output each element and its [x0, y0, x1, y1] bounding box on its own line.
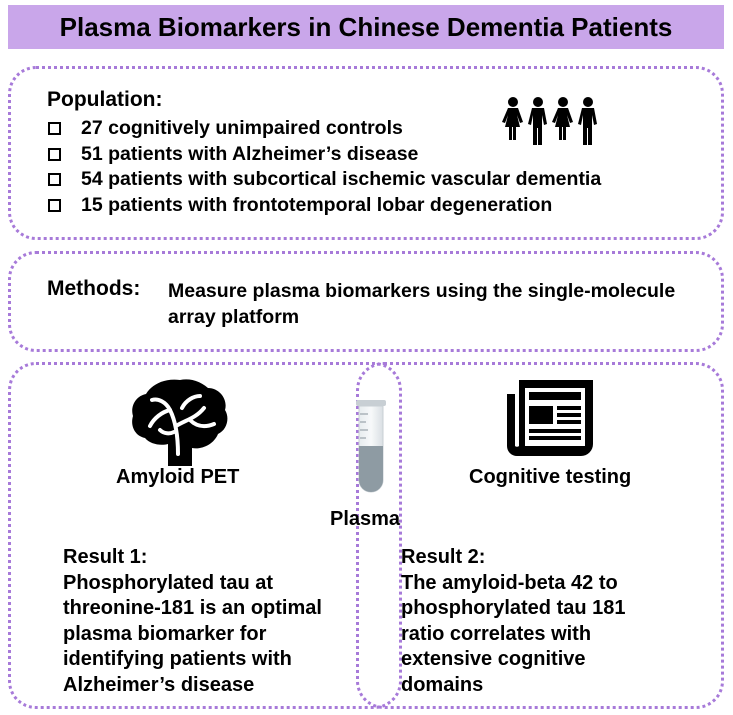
- checkbox-square-icon: [48, 173, 61, 187]
- result-1-box: [8, 362, 402, 709]
- cognitive-testing-label: Cognitive testing: [469, 466, 632, 488]
- list-item: 54 patients with subcortical ischemic va…: [48, 167, 601, 193]
- test-tube-icon: [356, 400, 386, 493]
- result-2-box: [356, 362, 724, 709]
- people-group-icon: [502, 97, 597, 145]
- plasma-label: Plasma: [330, 508, 401, 530]
- result-1-heading: Result 1:: [63, 546, 148, 568]
- checkbox-square-icon: [48, 198, 61, 212]
- population-box: [8, 66, 724, 240]
- amyloid-pet-label: Amyloid PET: [116, 466, 240, 488]
- result-1-text: Result 1: Phosphorylated tau at threonin…: [63, 546, 322, 696]
- result-2-heading: Result 2:: [401, 546, 486, 568]
- title-banner: Plasma Biomarkers in Chinese Dementia Pa…: [8, 5, 724, 49]
- population-heading: Population:: [47, 88, 163, 111]
- methods-box: [8, 251, 724, 352]
- checkbox-square-icon: [48, 122, 61, 136]
- list-item: 51 patients with Alzheimer’s disease: [48, 142, 601, 168]
- result-2-text: Result 2: The amyloid-beta 42 to phospho…: [401, 546, 626, 696]
- list-item: 15 patients with frontotemporal lobar de…: [48, 193, 601, 219]
- checkbox-square-icon: [48, 147, 61, 161]
- population-list: 27 cognitively unimpaired controls 51 pa…: [48, 116, 601, 218]
- page-title: Plasma Biomarkers in Chinese Dementia Pa…: [59, 11, 673, 42]
- brain-icon: [132, 379, 228, 466]
- methods-heading: Methods:: [47, 277, 141, 300]
- newspaper-document-icon: [507, 380, 593, 456]
- methods-text: Measure plasma biomarkers using the sing…: [168, 280, 676, 328]
- list-item: 27 cognitively unimpaired controls: [48, 116, 601, 142]
